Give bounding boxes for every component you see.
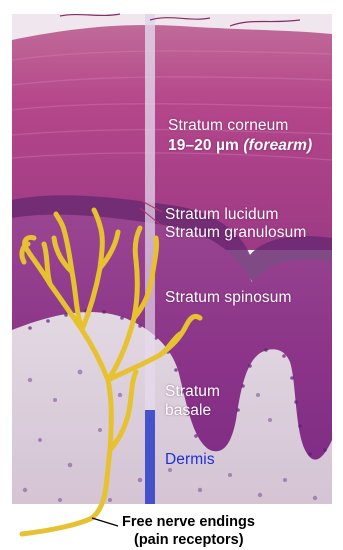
label-stratum-spinosum: Stratum spinosum [165,289,292,306]
dermis-depth-bar [145,410,155,504]
label-stratum-basale-line1: Stratum [165,383,220,400]
label-corneum-thickness: 19–20 µm (forearm) [168,137,312,154]
nerve-caption-line2: (pain receptors) [134,530,244,550]
label-stratum-basale-line2: basale [165,402,211,419]
thickness-value: 19–20 µm [168,137,239,154]
label-dermis: Dermis [165,451,215,468]
label-stratum-lucidum: Stratum lucidum [165,206,278,223]
label-stratum-granulosum: Stratum granulosum [165,224,306,241]
label-stratum-corneum: Stratum corneum [168,117,288,134]
thickness-note: (forearm) [243,137,312,154]
nerve-caption-line1: Free nerve endings [122,512,255,532]
